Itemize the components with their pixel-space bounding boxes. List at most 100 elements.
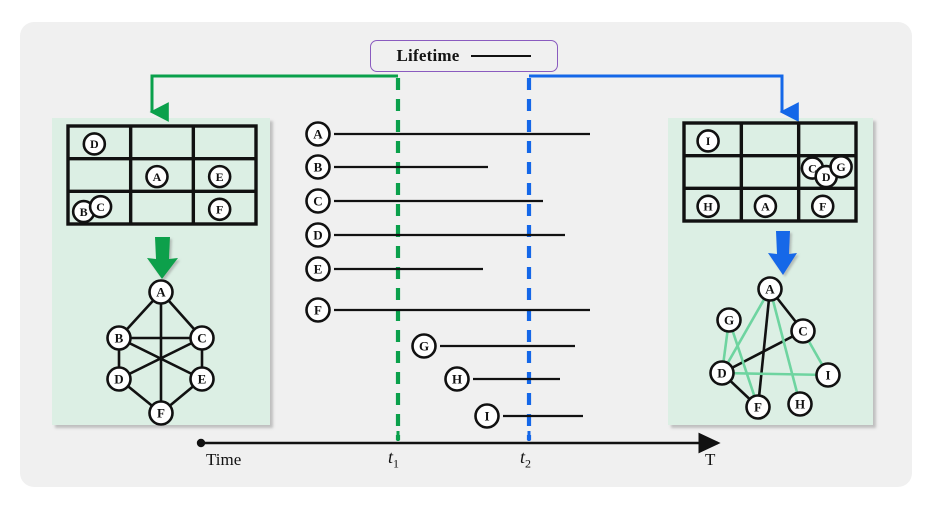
node-badge-I: I <box>474 403 500 429</box>
node-label: C <box>197 331 206 346</box>
node-label: D <box>114 372 123 387</box>
node-badge-A: A <box>148 279 174 305</box>
node-circle <box>148 279 174 305</box>
node-label: A <box>761 200 770 214</box>
node-circle <box>305 188 331 214</box>
node-circle <box>474 403 500 429</box>
node-label: G <box>419 339 429 354</box>
node-circle <box>815 362 841 388</box>
node-circle <box>709 360 735 386</box>
graph-edge-D-I <box>721 371 829 377</box>
node-badge-G: G <box>829 154 853 179</box>
left-fat-arrow <box>147 237 178 279</box>
right-fat-arrow <box>768 231 797 275</box>
node-badge-F: F <box>810 194 835 219</box>
node-label: E <box>314 262 323 277</box>
node-badge-I: I <box>815 362 841 388</box>
node-label: F <box>754 400 762 415</box>
node-badge-A: A <box>757 276 783 302</box>
node-circle <box>745 394 771 420</box>
node-badge-H: H <box>787 391 813 417</box>
node-circle <box>305 121 331 147</box>
graph-edge-A-H <box>768 288 802 405</box>
axis-tick-label-t2: t2 <box>520 447 532 471</box>
node-circle <box>145 164 169 189</box>
node-label: F <box>819 200 826 214</box>
right-graph: A G C D I F H <box>709 276 841 420</box>
left-connector <box>149 74 398 122</box>
graph-edge-G-F <box>727 319 760 408</box>
node-badge-B: B <box>305 154 331 180</box>
node-circle <box>829 154 853 179</box>
node-badge-H: H <box>444 366 470 392</box>
node-label: B <box>115 331 124 346</box>
node-label: C <box>798 324 807 339</box>
node-badge-B: B <box>106 325 132 351</box>
node-label: G <box>836 160 845 174</box>
lifetime-legend: Lifetime <box>370 40 558 72</box>
node-label: E <box>216 170 224 184</box>
node-label: A <box>765 282 775 297</box>
node-label: D <box>313 228 322 243</box>
node-circle <box>696 129 720 153</box>
grid-outline <box>66 124 258 226</box>
node-circle <box>207 164 232 189</box>
node-label: H <box>795 397 805 412</box>
node-label: G <box>724 313 734 328</box>
node-circle <box>757 276 783 302</box>
node-label: F <box>216 203 223 217</box>
node-circle <box>787 391 813 417</box>
node-badge-E: E <box>305 256 331 282</box>
node-label: D <box>90 137 99 151</box>
node-label: B <box>80 205 88 219</box>
node-circle <box>790 318 816 344</box>
node-badge-H: H <box>696 194 720 219</box>
axis-end-label: T <box>705 450 716 469</box>
node-circle <box>106 325 132 351</box>
node-circle <box>305 256 331 282</box>
node-circle <box>106 366 132 392</box>
node-label: I <box>706 134 711 148</box>
node-badge-C: C <box>305 188 331 214</box>
node-circle <box>148 400 174 426</box>
node-label: I <box>484 409 489 424</box>
node-circle <box>810 194 835 219</box>
node-label: A <box>156 285 166 300</box>
legend-line-swatch <box>471 55 532 57</box>
axis-start-label: Time <box>206 450 242 469</box>
node-circle <box>82 132 107 156</box>
node-label: A <box>313 127 323 142</box>
right-connector <box>529 74 799 122</box>
graph-edge-C-D <box>721 329 804 375</box>
node-badge-E: E <box>189 366 215 392</box>
node-badge-D: D <box>106 366 132 392</box>
node-circle <box>696 194 720 219</box>
node-badge-G: G <box>716 307 742 333</box>
node-badge-F: F <box>745 394 771 420</box>
grid-outline <box>682 121 858 223</box>
node-circle <box>189 325 215 351</box>
node-badge-C: C <box>189 325 215 351</box>
right-grid: I CDG H A F <box>682 121 858 223</box>
node-label: I <box>825 368 830 383</box>
node-label: C <box>313 194 322 209</box>
node-label: B <box>314 160 323 175</box>
node-badge-A: A <box>145 164 169 189</box>
node-badge-I: I <box>696 129 720 153</box>
node-label: A <box>153 170 162 184</box>
node-circle <box>305 297 331 323</box>
node-circle <box>207 197 232 222</box>
node-badge-G: G <box>411 333 437 359</box>
node-badge-F: F <box>148 400 174 426</box>
node-badge-D: D <box>709 360 735 386</box>
left-graph: A B C D EF <box>106 279 215 426</box>
legend-label: Lifetime <box>396 46 460 65</box>
node-label: H <box>452 372 462 387</box>
node-label: C <box>808 161 817 175</box>
node-badge-A: A <box>305 121 331 147</box>
node-label: D <box>822 170 831 184</box>
node-badge-D: D <box>305 222 331 248</box>
time-axis <box>196 431 721 454</box>
